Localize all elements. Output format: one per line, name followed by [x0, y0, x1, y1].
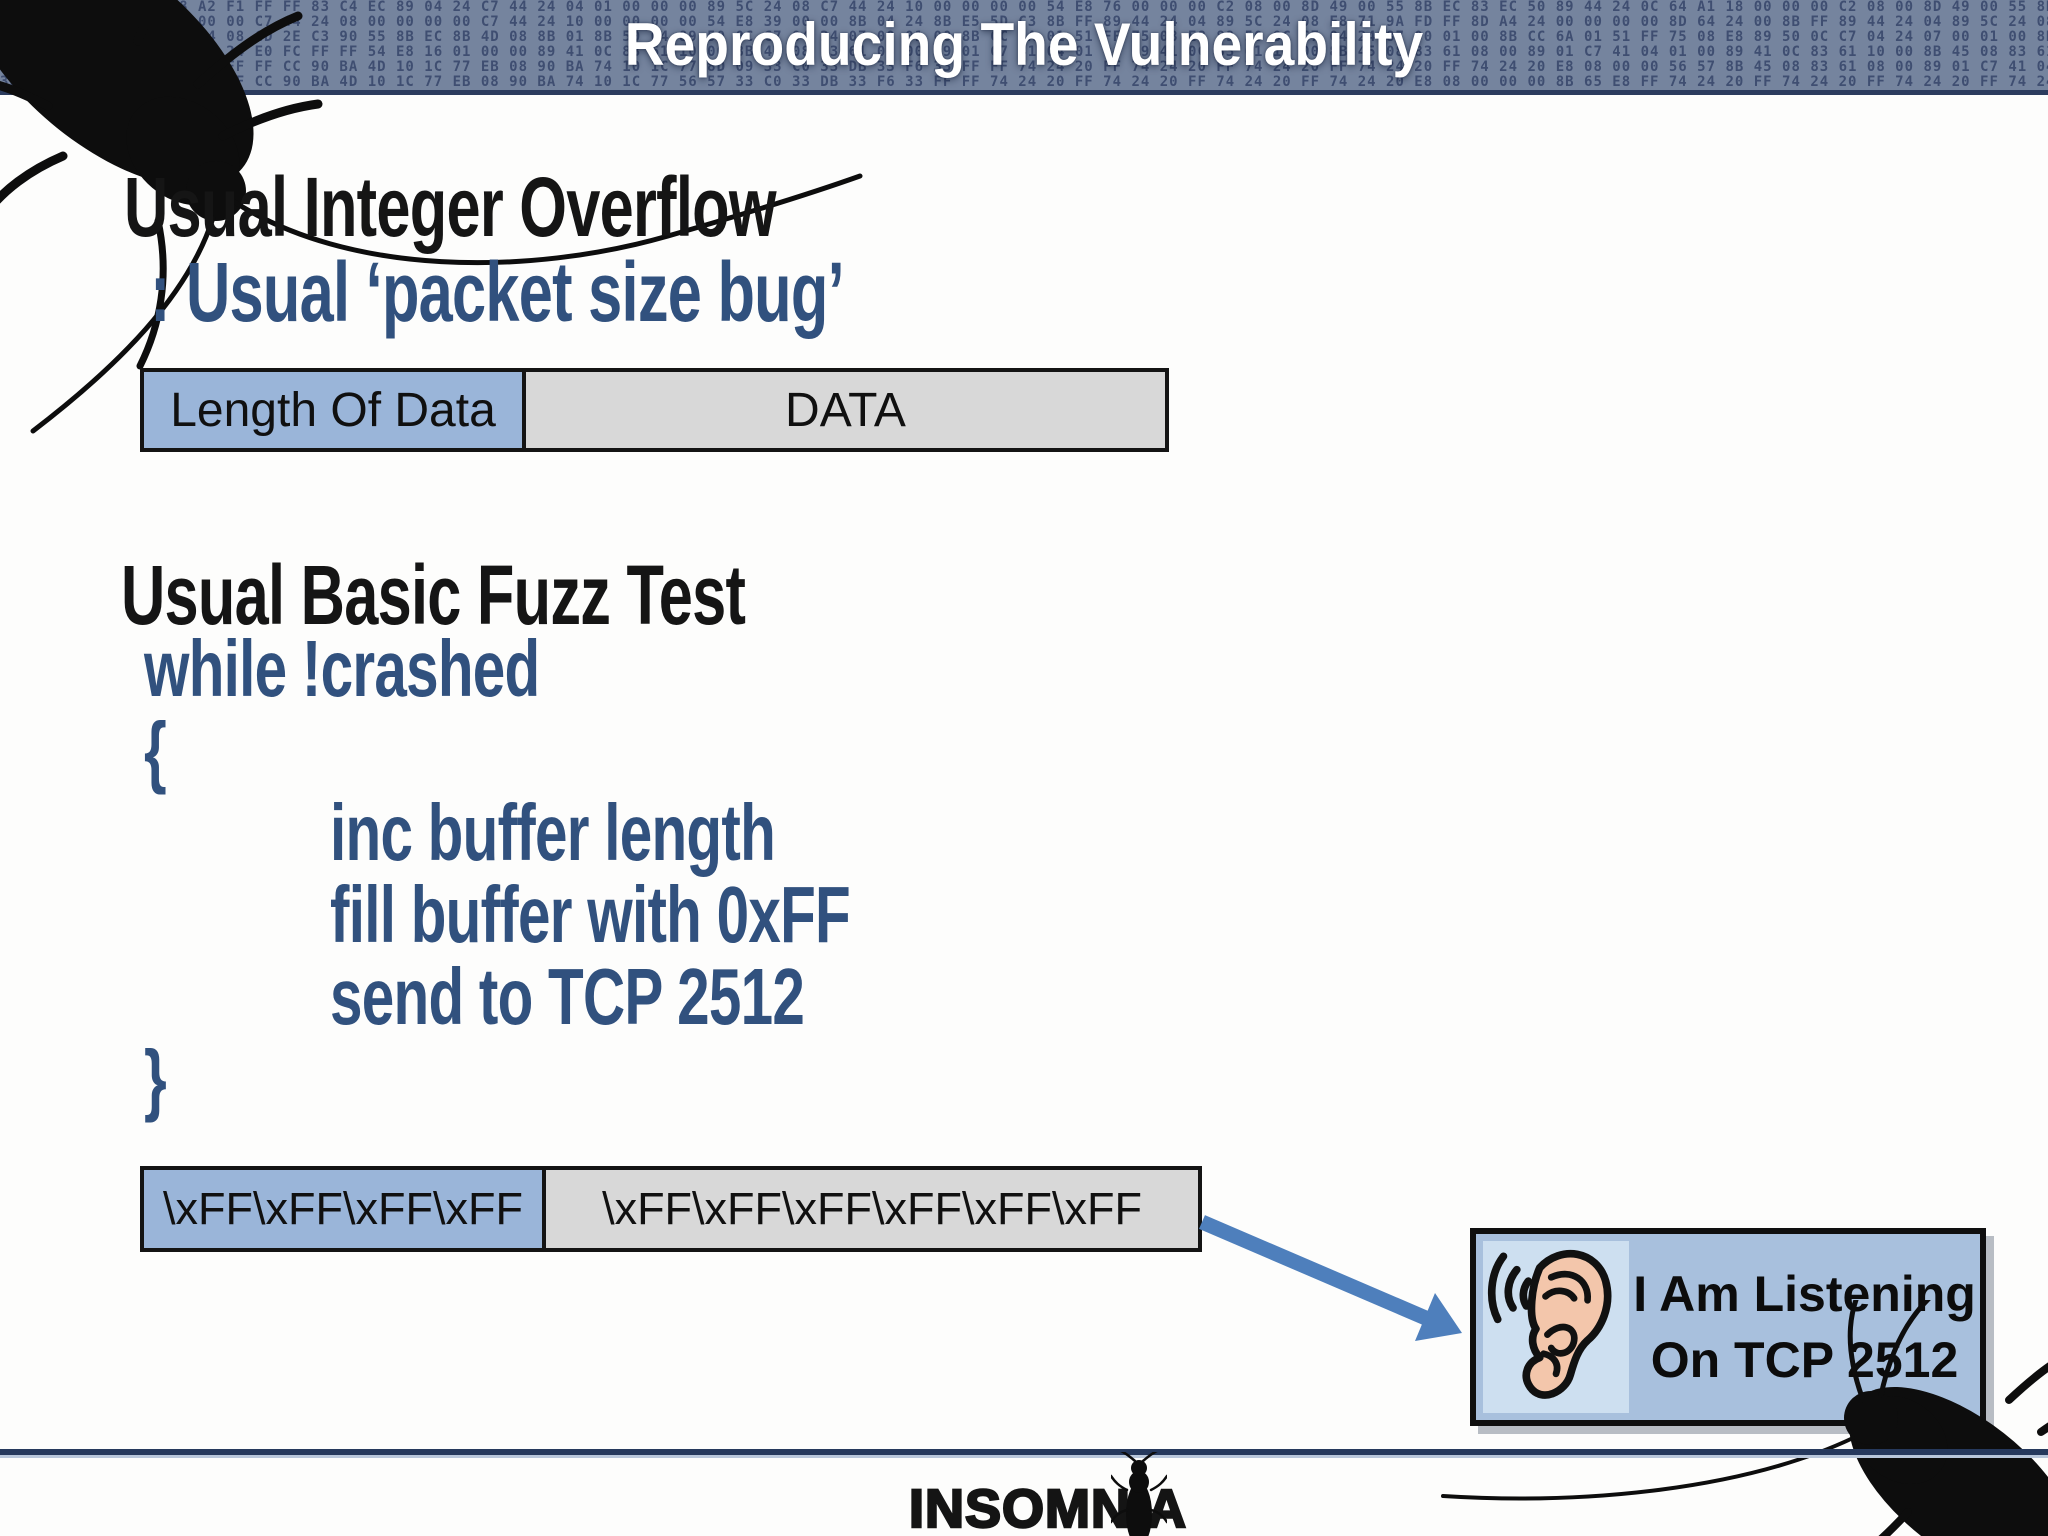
ear-icon — [1487, 1249, 1612, 1399]
ear-image-tile — [1483, 1241, 1629, 1413]
code-line-inc-buffer: inc buffer length — [330, 792, 1042, 874]
packet-diagram: Length Of Data DATA — [140, 368, 1169, 452]
subheading-packet-size-bug-text: : Usual ‘packet size bug’ — [150, 245, 845, 339]
connector-arrow-icon — [1199, 1215, 1462, 1341]
cockroach-bottom-right-icon — [1441, 1300, 2048, 1536]
code-line-fill-buffer-text: fill buffer with 0xFF — [330, 870, 851, 959]
hex-row: 0A 77 44 24 04 00 00 00 00 C7 44 24 08 0… — [0, 15, 2048, 30]
brand-i: I — [1110, 1452, 1167, 1536]
hex-row: 02 00 90 55 8B EC 8D A4 24 E0 FC FF FF 5… — [0, 45, 2048, 60]
brand-logo: INSOMNI A — [24, 1452, 2048, 1536]
hex-row: 01 F0 FF FF 50 E8 AF FF FF FF CC 90 BA 4… — [0, 60, 2048, 75]
packet-length-cell: Length Of Data — [140, 368, 526, 452]
fuzz-packet-diagram: \xFF\xFF\xFF\xFF \xFF\xFF\xFF\xFF\xFF\xF… — [140, 1166, 1202, 1252]
heading-integer-overflow-text: Usual Integer Overflow — [124, 160, 777, 254]
heading-fuzz-test: Usual Basic Fuzz Test — [121, 553, 976, 637]
code-line-close-brace: } — [144, 1038, 1042, 1120]
footer-divider — [0, 1449, 2048, 1455]
listener-box: I Am Listening On TCP 2512 — [1470, 1228, 1986, 1426]
code-line-while: while !crashed — [144, 628, 1042, 710]
brand-prefix: INSOMN — [908, 1478, 1132, 1536]
hex-row: 01 0D 64 24 00 8D 54 24 08 CD 2E C3 90 5… — [0, 30, 2048, 45]
code-line-open-brace: { — [144, 710, 1042, 792]
footer-divider-highlight — [0, 1455, 2048, 1458]
brand-suffix: A — [1146, 1478, 1188, 1536]
listener-text-line2: On TCP 2512 — [1650, 1332, 1959, 1388]
code-line-while-text: while !crashed — [144, 624, 540, 713]
cockroach-logo-icon — [1110, 1452, 1167, 1536]
fuzz-pseudocode: while !crashed { inc buffer length fill … — [144, 628, 1042, 1120]
subheading-packet-size-bug: : Usual ‘packet size bug’ — [150, 250, 1101, 334]
code-line-send-tcp: send to TCP 2512 — [330, 956, 1042, 1038]
code-line-open-brace-text: { — [144, 706, 167, 795]
hex-row: FE 59 6A 10 51 53 E8 A2 F1 FF FF 83 C4 E… — [0, 0, 2048, 15]
header-banner: FE 59 6A 10 51 53 E8 A2 F1 FF FF 83 C4 E… — [0, 0, 2048, 95]
hex-dump-background: FE 59 6A 10 51 53 E8 A2 F1 FF FF 83 C4 E… — [0, 0, 2048, 90]
fuzz-packet-data-cell: \xFF\xFF\xFF\xFF\xFF\xFF — [546, 1166, 1202, 1252]
code-line-inc-buffer-text: inc buffer length — [330, 788, 776, 877]
slide-title-text: Reproducing The Vulnerability — [624, 11, 1424, 78]
cockroach-top-left-icon — [0, 0, 863, 434]
packet-data-cell: DATA — [526, 368, 1169, 452]
fuzz-packet-header-cell: \xFF\xFF\xFF\xFF — [140, 1166, 546, 1252]
code-line-close-brace-text: } — [144, 1034, 167, 1123]
hex-row: 30 FF FF 50 E8 AF FF FF FF CC 90 BA 4D 1… — [0, 75, 2048, 90]
heading-integer-overflow: Usual Integer Overflow — [124, 165, 1017, 249]
heading-fuzz-test-text: Usual Basic Fuzz Test — [121, 548, 746, 642]
slide-title: Reproducing The Vulnerability — [0, 10, 2048, 79]
code-line-fill-buffer: fill buffer with 0xFF — [330, 874, 1042, 956]
code-line-send-tcp-text: send to TCP 2512 — [330, 952, 805, 1041]
